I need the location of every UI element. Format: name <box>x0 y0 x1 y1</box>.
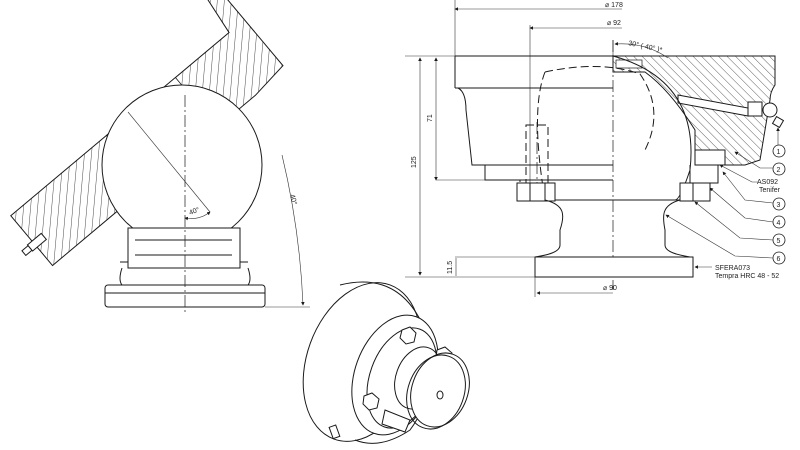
hidden-ball-outline <box>544 66 655 151</box>
balloon-1 <box>772 144 786 158</box>
note-hardening: Tempra HRC 48 - 52 <box>715 273 779 280</box>
svg-text:4: 4 <box>777 220 781 227</box>
svg-text:5: 5 <box>777 238 781 245</box>
dim-base-thickness: 11.5 <box>447 261 454 274</box>
balloon-6 <box>772 251 786 265</box>
isometric-view <box>302 281 470 444</box>
balloon-3 <box>772 197 786 211</box>
grease-nipple-left <box>21 232 48 257</box>
note-sphere-code: SFERA073 <box>715 265 750 272</box>
svg-text:3: 3 <box>777 202 781 209</box>
iso-bolt-3 <box>362 392 380 411</box>
svg-text:2: 2 <box>777 167 781 174</box>
stem-neck-left <box>534 199 564 258</box>
grease-nipple-right <box>747 101 785 129</box>
iso-grease-nipple <box>328 424 341 440</box>
iso-center-hole <box>436 390 444 400</box>
right-section-view: ⌀ 178 ⌀ 92 30° ( 40° )* <box>405 0 786 297</box>
sphere-base <box>534 256 694 278</box>
stem-neck-right <box>663 199 691 258</box>
dim-base-diameter: ⌀ 90 <box>603 285 617 292</box>
note-part-code: AS092 <box>757 179 778 186</box>
dim-tilt-angle: 30° ( 40° )* <box>628 39 664 54</box>
balloon-5 <box>772 233 786 247</box>
dim-housing-height: 71 <box>427 114 434 122</box>
left-section-view: 40° 40° <box>10 0 310 312</box>
nut-right <box>679 182 711 202</box>
iso-front-disc <box>410 352 470 428</box>
dim-total-height: 125 <box>411 156 418 168</box>
dim-outer-diameter: ⌀ 178 <box>605 2 623 9</box>
inner-angle-label: 40° <box>188 206 201 217</box>
iso-bolt-1 <box>399 326 417 345</box>
ball-sphere <box>101 84 263 246</box>
nut-left <box>516 182 556 202</box>
note-treatment: Tenifer <box>759 187 781 194</box>
ball-neck <box>127 227 241 269</box>
svg-text:6: 6 <box>777 256 781 263</box>
svg-text:1: 1 <box>777 149 781 156</box>
outer-angle-label: 40° <box>288 193 299 205</box>
balloon-2 <box>772 162 786 176</box>
dim-inner-diameter: ⌀ 92 <box>607 20 621 27</box>
balloon-4 <box>772 215 786 229</box>
